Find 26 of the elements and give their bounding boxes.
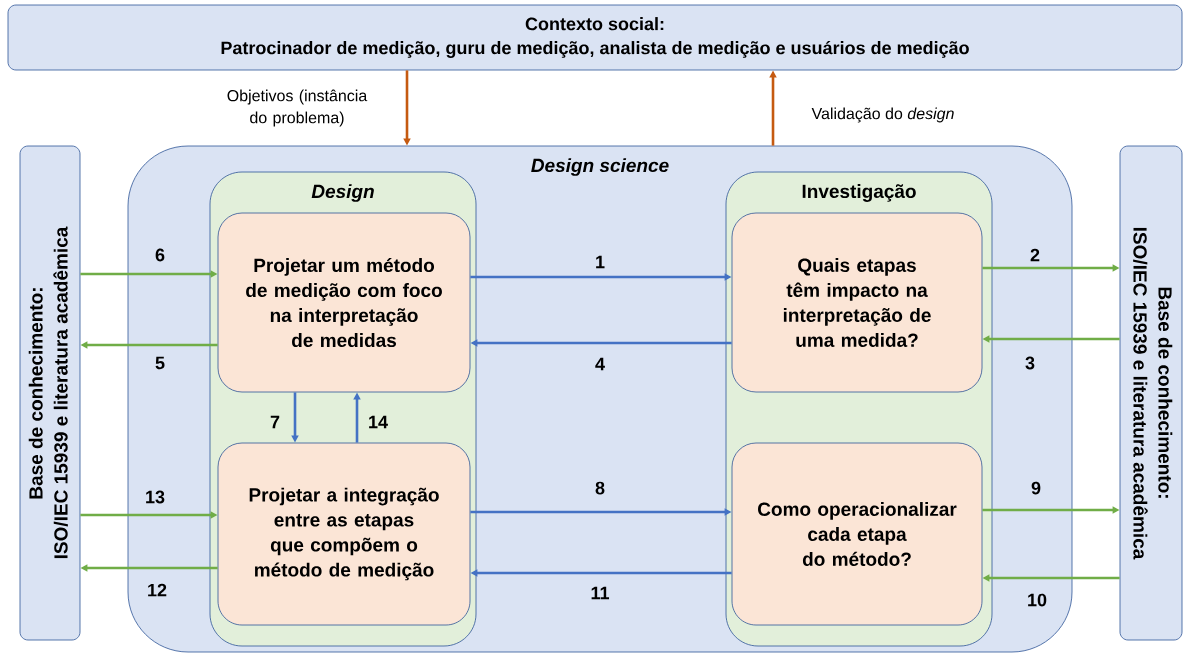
panel-title: Design xyxy=(311,184,374,202)
knowledge-base-box: Base de conhecimento: ISO/IEC 15939 e literatura acadêmica xyxy=(1119,145,1183,641)
process-box: Projetar um método de medição com foco na interpretação de medidas xyxy=(217,212,471,393)
edge-label: 14 xyxy=(369,415,388,429)
process-box: Quais etapas têm impacto na interpretação de uma medida? xyxy=(731,212,983,393)
edge-label: 1 xyxy=(596,255,605,269)
edge-label: 5 xyxy=(155,356,165,370)
panel-title: Design science xyxy=(531,158,669,176)
process-box: Projetar a integração entre as etapas que compõem o método de medição xyxy=(217,442,471,626)
edge-label: 2 xyxy=(1030,248,1040,262)
edge-label: Objetivos (instância do problema) xyxy=(227,89,368,127)
edge-label: 6 xyxy=(155,248,165,262)
edge-label: 13 xyxy=(146,490,165,504)
edge-label: 12 xyxy=(148,583,167,597)
process-box: Como operacionalizar cada etapa do método? xyxy=(731,442,983,626)
context-box: Contexto social: Patrocinador de medição, guru de medição, analista de medição e usuários de medição xyxy=(7,4,1183,71)
edge-label: 11 xyxy=(591,586,610,600)
panel-title: Investigação xyxy=(802,184,916,202)
edge-label: 9 xyxy=(1031,481,1041,495)
edge-label: 8 xyxy=(595,481,605,495)
edge-label: 3 xyxy=(1025,356,1035,370)
edge-label: Validação do design xyxy=(811,107,954,123)
edge-label: 10 xyxy=(1028,593,1047,607)
knowledge-base-box: Base de conhecimento: ISO/IEC 15939 e literatura acadêmica xyxy=(19,145,81,641)
edge-label: 7 xyxy=(270,415,280,429)
edge-label: 4 xyxy=(595,357,605,371)
